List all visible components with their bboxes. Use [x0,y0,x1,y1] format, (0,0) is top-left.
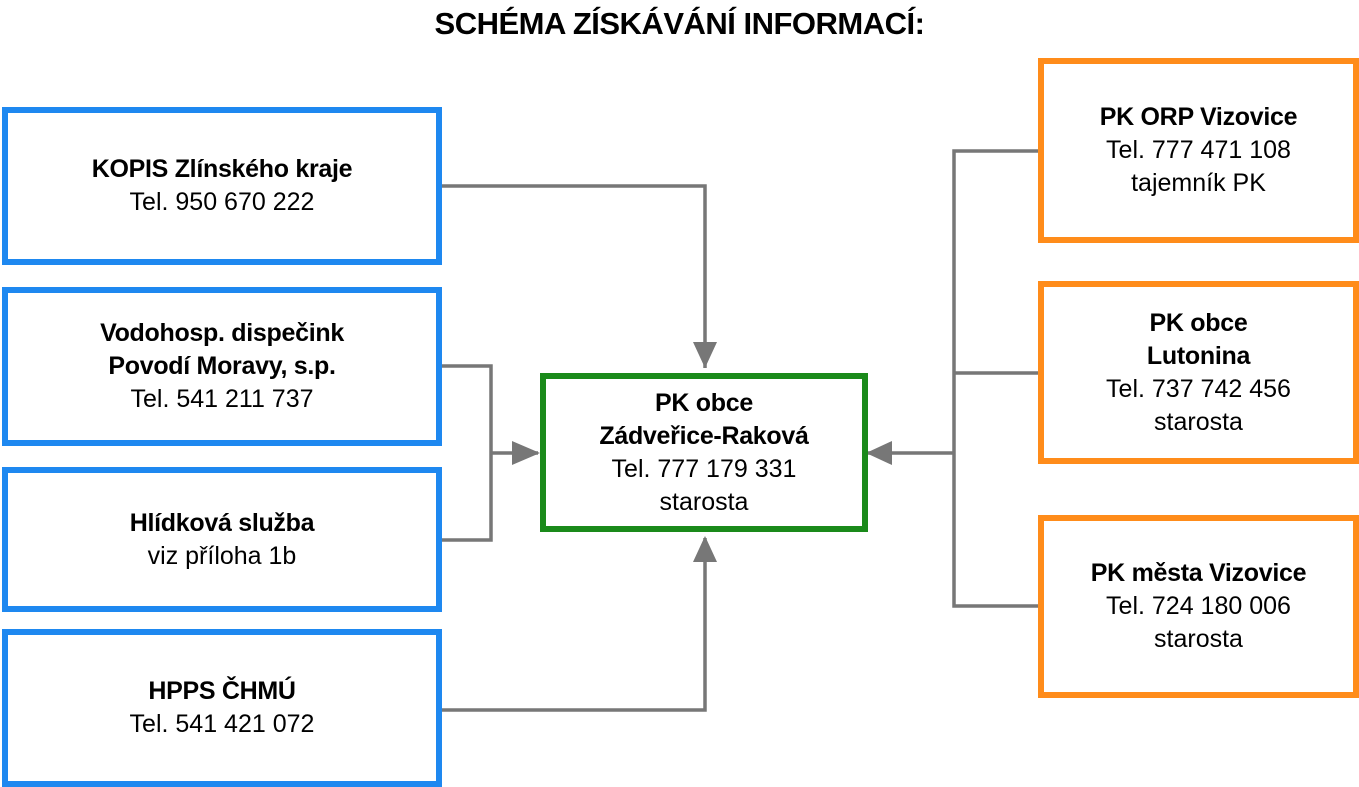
source-box-hlidkova: Hlídková služba viz příloha 1b [2,467,442,612]
connector-hlidkova [441,453,493,542]
connector-kopis [441,184,707,368]
source-name-line2: Povodí Moravy, s.p. [108,352,336,380]
contact-name-line2: Lutonina [1146,341,1251,370]
contact-name-line1: PK obce [1149,308,1248,337]
source-name-line1: Vodohosp. dispečink [100,319,344,347]
contact-name: PK města Vizovice [1090,559,1307,587]
arrow-up-head [693,536,717,562]
connector-vodohosp [441,364,493,453]
contact-phone: Tel. 724 180 006 [1106,592,1291,620]
contact-role: starosta [1154,625,1243,653]
source-phone: Tel. 541 211 737 [130,385,314,413]
center-role: starosta [659,487,749,516]
source-phone: Tel. 950 670 222 [129,188,315,216]
contact-role: tajemník PK [1131,169,1266,197]
contact-name: PK ORP Vizovice [1099,103,1298,131]
source-box-vodohosp: Vodohosp. dispečink Povodí Moravy, s.p. … [2,287,442,446]
connector-orp [952,149,1040,608]
contact-phone: Tel. 737 742 456 [1106,374,1291,403]
source-name: KOPIS Zlínského kraje [91,155,353,183]
diagram-title: SCHÉMA ZÍSKÁVÁNÍ INFORMACÍ: [434,6,925,41]
arrow-down-head [693,342,717,368]
arrow-left-head [866,441,892,465]
contact-box-lutonina: PK obce Lutonina Tel. 737 742 456 staros… [1038,281,1359,464]
source-name: HPPS ČHMÚ [148,677,296,705]
source-phone: Tel. 541 421 072 [129,710,315,738]
source-name: Hlídková služba [129,508,315,537]
source-box-hpps: HPPS ČHMÚ Tel. 541 421 072 [2,629,442,787]
source-note: viz příloha 1b [147,541,297,570]
center-phone: Tel. 777 179 331 [611,454,797,483]
center-name-line1: PK obce [655,388,753,417]
source-box-kopis: KOPIS Zlínského kraje Tel. 950 670 222 [2,107,442,265]
connector-hpps [441,538,707,712]
contact-box-mesto-vizovice: PK města Vizovice Tel. 724 180 006 staro… [1038,515,1359,698]
contact-box-orp-vizovice: PK ORP Vizovice Tel. 777 471 108 tajemní… [1038,58,1359,243]
contact-phone: Tel. 777 471 108 [1106,136,1291,164]
center-name-line2: Zádveřice-Raková [599,421,809,450]
contact-role: starosta [1154,407,1243,436]
arrow-right-head [512,441,540,465]
center-box: PK obce Zádveřice-Raková Tel. 777 179 33… [540,373,868,532]
